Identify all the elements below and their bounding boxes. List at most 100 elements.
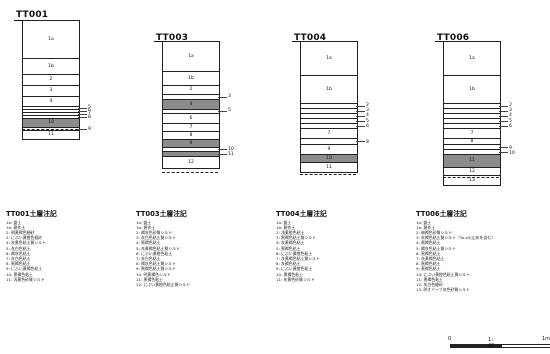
soil-layer: 12	[163, 157, 219, 169]
note-line: 12: 灰白色細砂	[416, 281, 443, 287]
soil-layer: 10	[301, 155, 357, 163]
soil-layer	[444, 104, 500, 109]
note-line: 4: 灰黄褐色粘土	[276, 240, 305, 246]
layer-side-label: 2	[366, 102, 369, 108]
soil-layer: 8	[444, 139, 500, 145]
soil-layer	[163, 152, 219, 157]
layer-label: 9	[189, 140, 193, 146]
layer-side-label: 6	[88, 107, 91, 113]
note-line: 3: 灰白色粘土質シルト	[136, 235, 177, 241]
note-line: 5: 褐灰色粘土質シルト	[416, 245, 457, 251]
layer-side-label: 10	[228, 146, 234, 152]
note-line: 6: にぶい黄橙色粘土	[136, 250, 173, 256]
soil-layer	[444, 114, 500, 119]
leader-line	[78, 110, 87, 112]
soil-layer	[163, 148, 219, 152]
soil-layer: 1b	[301, 76, 357, 104]
soil-layer: 1a	[163, 42, 219, 72]
layer-label: 4	[189, 101, 193, 107]
layer-side-label: 9	[88, 127, 91, 133]
note-line: 11: 黒褐色粘土	[136, 276, 163, 282]
note-line: 4: 黒褐色粘土	[136, 240, 161, 246]
scale-start-label: 0	[448, 336, 452, 342]
soil-layer: 7	[301, 129, 357, 139]
note-line: 13: 明オリーブ灰色砂質シルト	[416, 287, 470, 293]
notes-title: TT001土層注記	[6, 210, 57, 218]
note-line: 9: 黒褐色粘土	[416, 266, 441, 272]
soil-layer	[23, 128, 79, 131]
note-line: 8: 灰褐色粘土	[276, 261, 301, 267]
soil-layer	[444, 124, 500, 129]
layer-label: 6	[189, 115, 193, 121]
soil-layer: 11	[23, 131, 79, 140]
leader-line	[218, 111, 227, 112]
layer-label: 10	[48, 120, 54, 125]
layer-label: 11	[326, 164, 332, 170]
leader-line	[499, 115, 508, 117]
layer-label: 8	[470, 138, 474, 144]
soil-layer: 2	[163, 86, 219, 95]
note-line: 1b: 耕作土	[136, 224, 156, 230]
leader-line	[356, 115, 365, 117]
layer-label: 1b	[469, 86, 475, 92]
soil-layer	[301, 139, 357, 145]
soil-layer	[163, 110, 219, 114]
note-line: 11: 黒褐色粘土	[416, 276, 443, 282]
note-line: 1a: 盛土	[136, 219, 152, 225]
log-title: TT004	[294, 33, 327, 43]
note-line: 5: 灰黄褐色粘土質シルト	[136, 245, 180, 251]
note-line: 1a: 盛土	[416, 219, 432, 225]
soil-layer	[444, 150, 500, 155]
note-line: 5: 灰白色粘土	[6, 245, 31, 251]
scale-end-label: 1m	[542, 336, 550, 342]
soil-layer: 3	[23, 86, 79, 97]
log-title: TT003	[156, 33, 189, 43]
leader-line	[218, 149, 227, 150]
layer-side-label: 5	[228, 108, 231, 114]
note-line: 9: 黒褐色粘土質シルト	[136, 266, 177, 272]
soil-layer: 9	[301, 145, 357, 155]
layer-label: 1a	[326, 55, 332, 61]
soil-layer: 7	[163, 124, 219, 132]
layer-side-label: 5	[509, 118, 512, 124]
note-line: 7: 灰白色粘土	[136, 255, 161, 261]
soil-layer	[23, 110, 79, 113]
note-line: 1b: 耕作土	[6, 224, 26, 230]
soil-layer	[301, 104, 357, 109]
note-line: 1b: 耕作土	[416, 224, 436, 230]
soil-layer	[444, 119, 500, 124]
layer-side-label: 5	[366, 118, 369, 124]
soil-layer: 1b	[23, 59, 79, 75]
leader-line	[356, 110, 365, 112]
note-line: 6: にぶい黄橙色粘土	[276, 250, 313, 256]
note-line: 7: 灰黄褐色粘土	[416, 255, 445, 261]
scale-ratio-label: 1：40	[488, 337, 497, 349]
layer-label: 10	[326, 155, 332, 161]
layer-label: 7	[189, 124, 193, 130]
excavation-bottom-dashline	[300, 174, 356, 175]
leader-line	[356, 125, 365, 127]
leader-line	[499, 146, 508, 148]
leader-line	[78, 128, 87, 130]
note-line: 4: 灰黄色粘土質シルト	[6, 240, 47, 246]
soil-layer	[301, 114, 357, 119]
note-line: 4: 黒褐色粘土	[416, 240, 441, 246]
note-line: 12: にぶい黄橙色粘土質シルト	[136, 281, 191, 287]
soil-layer	[23, 113, 79, 116]
soil-layer	[301, 119, 357, 124]
note-line: 7: 灰白色粘土	[6, 255, 31, 261]
note-line: 9: にぶい黄橙色粘土	[276, 266, 313, 272]
note-line: 10: 黒褐色粘土	[276, 271, 303, 277]
layer-side-label: 5	[88, 104, 91, 110]
soil-layer: 10	[23, 119, 79, 128]
layer-side-label: 9	[509, 145, 512, 151]
excavation-bottom-dashline	[443, 177, 499, 178]
note-line: 8: 黒褐色粘土	[416, 261, 441, 267]
layer-label: 7	[470, 130, 474, 136]
note-line: 5: 黒褐色粘土	[276, 245, 301, 251]
layer-label: 11	[469, 158, 475, 163]
